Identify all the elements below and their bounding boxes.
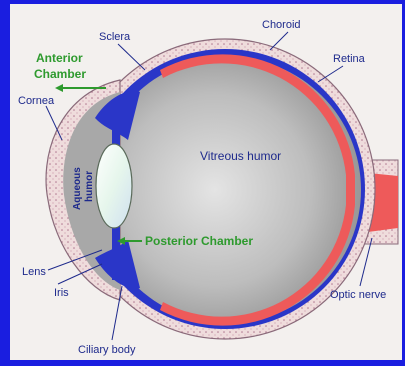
label-choroid: Choroid — [262, 19, 301, 31]
label-ciliary-body: Ciliary body — [78, 344, 136, 356]
label-iris: Iris — [54, 287, 69, 299]
label-retina: Retina — [333, 53, 366, 65]
label-posterior-chamber: Posterior Chamber — [145, 234, 253, 248]
label-cornea: Cornea — [18, 95, 55, 107]
label-anterior-chamber-1: Anterior — [36, 51, 83, 65]
lens — [96, 144, 132, 228]
label-lens: Lens — [22, 266, 46, 278]
label-anterior-chamber-2: Chamber — [34, 67, 86, 81]
label-sclera: Sclera — [99, 31, 131, 43]
label-aqueous-humor-1: Aqueous — [72, 167, 83, 210]
label-aqueous-humor-2: humor — [84, 171, 95, 202]
label-vitreous-humor: Vitreous humor — [200, 149, 281, 163]
label-optic-nerve: Optic nerve — [330, 289, 386, 301]
